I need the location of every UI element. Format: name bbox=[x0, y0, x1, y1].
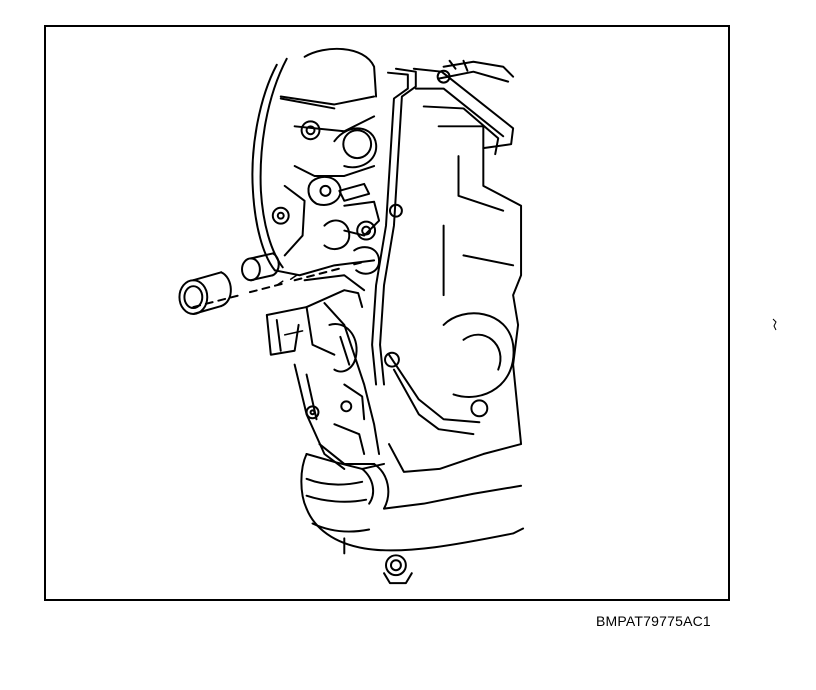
stray-mark bbox=[772, 318, 777, 331]
hand bbox=[300, 453, 525, 585]
bushing-puller-tool bbox=[265, 274, 381, 470]
illustration-frame bbox=[44, 25, 730, 601]
transmission-bushing-illustration bbox=[178, 47, 525, 585]
cooler-line-tube bbox=[371, 67, 417, 386]
figure-code-label: BMPAT79775AC1 bbox=[596, 613, 711, 629]
bore-sleeve bbox=[241, 252, 280, 282]
front-housing bbox=[192, 47, 381, 309]
bushing bbox=[178, 271, 232, 315]
transmission-case bbox=[384, 59, 523, 473]
